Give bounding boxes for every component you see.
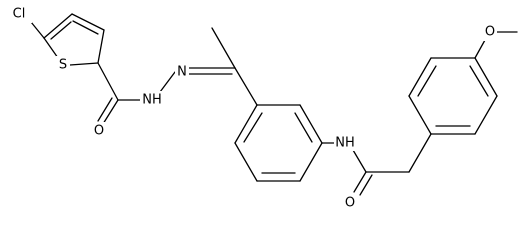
atom-n-imine: N — [177, 65, 187, 80]
bond-ring-b3 — [474, 57, 498, 97]
atom-nh-hydrazide: NH — [142, 93, 162, 108]
bond-c-ring — [234, 67, 258, 106]
atom-o-carbonyl-left: O — [94, 124, 104, 139]
bond-ch2-ring — [408, 133, 432, 173]
bond-cl-c5 — [30, 21, 45, 39]
bond-carbonyl-o — [102, 99, 119, 125]
bond-ring-a6 — [234, 104, 258, 144]
bond-c-methyl — [211, 27, 236, 69]
bond-c2-carbonyl — [97, 62, 119, 101]
bond-ring-b5 — [408, 57, 432, 97]
atom-cl: Cl — [13, 7, 26, 22]
molecule-structure: Cl S N NH O NH O O — [12, 6, 518, 211]
bond-nh-n — [159, 71, 176, 93]
bond-ring-b3-double — [469, 65, 489, 97]
bond-c2-c3 — [97, 29, 105, 64]
bond-ring-a2-double — [294, 112, 313, 143]
atom-s: S — [59, 58, 67, 73]
atom-o-methoxy: O — [485, 25, 495, 40]
bond-ring-b2 — [474, 95, 498, 135]
bond-ring-a5 — [234, 142, 258, 182]
bond-ring-a2 — [299, 104, 323, 144]
bond-c3-c4-double — [72, 20, 99, 35]
bond-s-c2 — [69, 62, 99, 66]
bond-ring-b5-double — [417, 65, 437, 97]
bond-ring-b6 — [408, 95, 432, 135]
bond-carbonyl-o-right-double — [359, 174, 373, 196]
molecule-canvas: Cl S N NH O NH O O — [12, 6, 518, 211]
bond-nh-carbonyl — [352, 149, 367, 173]
bond-carbonyl-o-double — [97, 97, 113, 122]
bond-c5-s — [43, 37, 59, 59]
atom-o-carbonyl-right: O — [345, 196, 355, 211]
bond-ring-a6-double — [243, 112, 263, 143]
bond-c4-c5-double — [50, 21, 72, 40]
bond-ring-o-methoxy — [474, 39, 486, 59]
bond-carbonyl-o-right — [353, 171, 367, 193]
bond-ring-a3 — [299, 142, 323, 182]
atom-nh-amide: NH — [335, 136, 355, 151]
bond-c4-c5 — [43, 13, 73, 39]
bond-c3-c4 — [71, 13, 105, 31]
